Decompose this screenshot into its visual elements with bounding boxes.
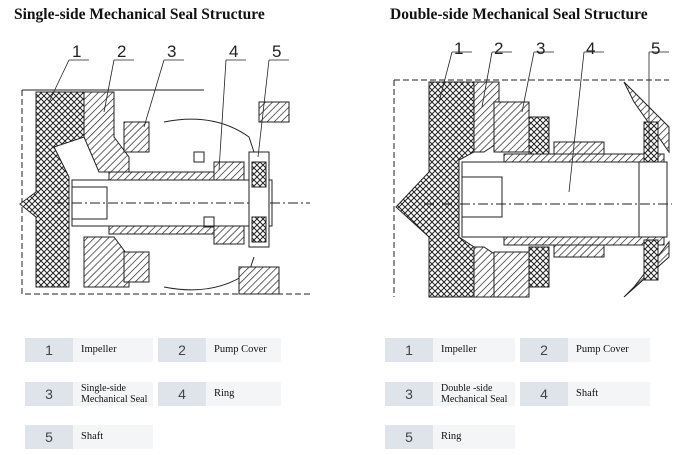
legend-number: 4	[520, 382, 568, 406]
title-single-side: Single-side Mechanical Seal Structure	[14, 6, 265, 23]
callout-2: 2	[117, 42, 126, 61]
callout-3: 3	[536, 42, 545, 58]
double-side-seal-drawing: 1 2 3 4 5	[393, 42, 672, 298]
legend-number: 1	[385, 338, 433, 362]
legend-label: Pump Cover	[206, 338, 281, 362]
callout-4: 4	[229, 42, 238, 61]
legend-label: Impeller	[73, 338, 153, 362]
legend-label: Ring	[433, 425, 515, 449]
legend-number: 1	[25, 338, 73, 362]
legend-number: 4	[158, 382, 206, 406]
callout-2: 2	[494, 42, 503, 58]
legend-label: Shaft	[73, 425, 153, 449]
legend-label: Double -side Mechanical Seal	[433, 382, 515, 406]
legend-number: 2	[158, 338, 206, 362]
legend-label: Impeller	[433, 338, 515, 362]
legend-label: Single-side Mechanical Seal	[73, 382, 153, 406]
legend-label: Ring	[206, 382, 281, 406]
callout-5: 5	[272, 42, 281, 61]
legend-number: 5	[385, 425, 433, 449]
callout-4: 4	[586, 42, 595, 58]
legend-label: Pump Cover	[568, 338, 650, 362]
callout-1: 1	[454, 42, 463, 58]
single-side-seal-drawing: 1 2 3 4 5	[19, 42, 310, 295]
legend-number: 3	[25, 382, 73, 406]
callout-5: 5	[651, 42, 660, 58]
callout-3: 3	[167, 42, 176, 61]
legend-number: 3	[385, 382, 433, 406]
legend-number: 5	[25, 425, 73, 449]
title-double-side: Double-side Mechanical Seal Structure	[390, 6, 648, 23]
legend-label: Shaft	[568, 382, 650, 406]
legend-number: 2	[520, 338, 568, 362]
callout-1: 1	[72, 42, 81, 61]
